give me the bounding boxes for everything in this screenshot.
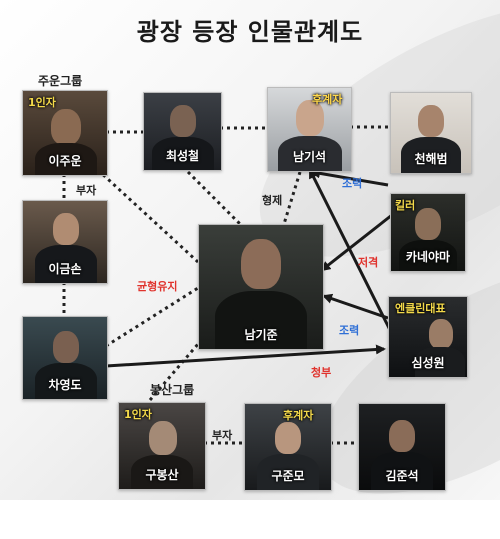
person-name: 구준모 — [271, 469, 305, 483]
portrait-head — [418, 105, 444, 137]
portrait-body — [401, 137, 461, 173]
portrait-body — [399, 240, 457, 271]
link-choi-gijun — [186, 170, 242, 226]
portrait-body — [278, 136, 342, 171]
person-card-gu-bongsan[interactable]: 1인자 구봉산 — [118, 402, 206, 490]
rel-label-help-top: 조력 — [342, 177, 363, 190]
person-name: 천해범 — [414, 152, 448, 166]
rel-label-father-son-top: 부자 — [76, 184, 97, 197]
person-name: 남기석 — [292, 150, 327, 164]
portrait-head — [53, 213, 79, 245]
person-card-choi-seongcheol[interactable]: 최성철 — [143, 92, 222, 171]
portrait-head — [429, 319, 453, 349]
link-giseok-gijun — [282, 171, 302, 225]
rel-label-balance: 균형유지 — [137, 280, 178, 293]
person-name: 김준석 — [385, 469, 419, 483]
person-card-kaneyama[interactable]: 킬러 카네야마 — [390, 193, 466, 272]
person-name: 남기준 — [244, 328, 278, 342]
portrait-head — [241, 239, 281, 289]
rel-label-request: 청부 — [311, 366, 332, 379]
portrait-body — [371, 452, 433, 490]
arrow-haebeom-giseok — [310, 168, 389, 187]
person-card-kim-junseok[interactable]: 김준석 — [358, 403, 446, 491]
portrait-body — [131, 455, 193, 489]
role-badge: 킬러 — [395, 199, 416, 212]
person-name: 카네야마 — [405, 250, 451, 264]
portrait-head — [275, 422, 301, 454]
rel-label-brothers: 형제 — [262, 194, 283, 207]
person-card-cheon-haebeom[interactable]: 천해범 — [390, 92, 472, 174]
person-name: 이금손 — [48, 262, 82, 276]
group-label-bongsan: 봉산그룹 — [150, 383, 195, 397]
role-badge: 1인자 — [28, 96, 56, 109]
role-badge: 1인자 — [124, 408, 152, 421]
person-card-lee-geumson[interactable]: 이금손 — [22, 200, 108, 284]
person-card-sim-seongwon[interactable]: 엔클린대표 심성원 — [388, 296, 468, 378]
relation-lines — [62, 125, 393, 445]
person-card-gu-junmo[interactable]: 후계자 구준모 — [244, 403, 332, 491]
link-yeongdo-gijun — [105, 286, 199, 348]
person-name: 차영도 — [48, 378, 82, 392]
person-name: 이주운 — [48, 154, 82, 168]
portrait-head — [53, 331, 79, 363]
role-badge: 후계자 — [312, 93, 343, 106]
arrow-sim-giseok — [308, 168, 392, 331]
link-juun-gijun — [96, 168, 200, 264]
portrait-body — [415, 347, 465, 377]
portrait-body — [152, 137, 214, 170]
portrait-body — [35, 245, 97, 283]
portrait-body — [35, 143, 97, 175]
portrait-head — [170, 105, 196, 137]
portrait-head — [389, 420, 415, 452]
group-label-juun: 주운그룹 — [38, 74, 83, 88]
rel-label-help-bottom: 조력 — [339, 324, 360, 337]
person-card-nam-gijun[interactable]: 남기준 — [198, 224, 324, 350]
arrow-kaneyama-gijun — [320, 213, 393, 272]
portrait-body — [215, 291, 307, 349]
arrow-yeongdo-sim — [105, 344, 386, 368]
portrait-head — [51, 109, 81, 145]
role-badge: 엔클린대표 — [395, 302, 446, 315]
person-name: 최성철 — [165, 149, 200, 163]
person-name: 심성원 — [411, 356, 445, 370]
rel-label-father-son-bottom: 부자 — [212, 429, 233, 442]
portrait-head — [149, 421, 177, 455]
portrait-head — [415, 208, 441, 240]
portrait-body — [35, 363, 97, 399]
link-bongsan-gijun — [148, 329, 212, 401]
diagram-title: 광장 등장 인물관계도 — [136, 18, 364, 46]
person-card-cha-yeongdo[interactable]: 차영도 — [22, 316, 108, 400]
person-name: 구봉산 — [145, 468, 179, 482]
person-card-lee-juun[interactable]: 1인자 이주운 — [22, 90, 108, 176]
rel-label-attack: 저격 — [358, 256, 379, 269]
arrow-sim-gijun — [322, 293, 389, 320]
portrait-head — [296, 100, 324, 136]
person-card-nam-giseok[interactable]: 후계자 남기석 — [267, 87, 352, 172]
portrait-body — [257, 454, 319, 490]
role-badge: 후계자 — [283, 409, 314, 422]
